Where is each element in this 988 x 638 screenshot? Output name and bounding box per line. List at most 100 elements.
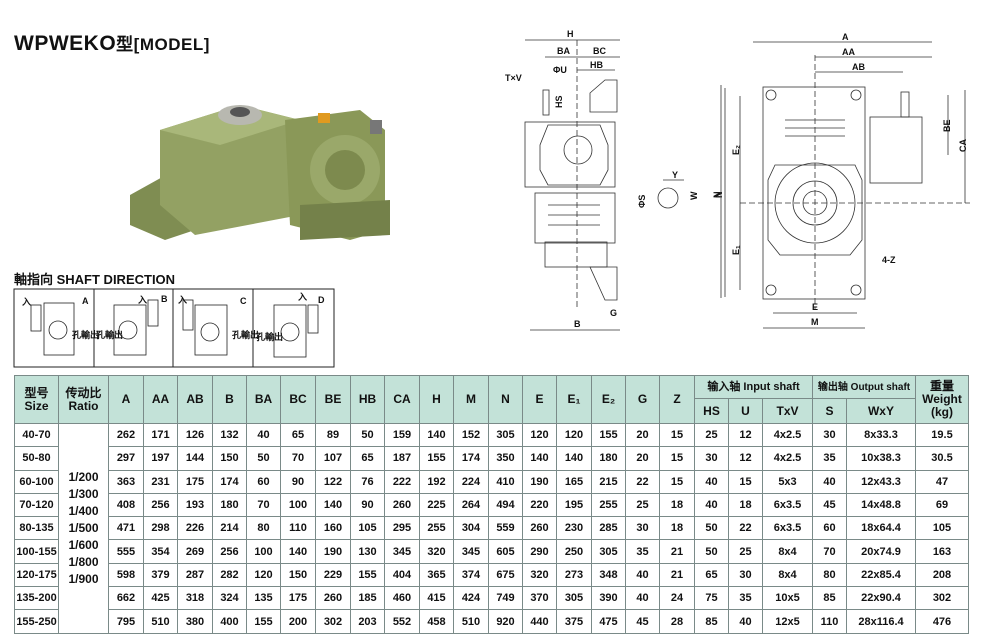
table-cell: 424 bbox=[453, 586, 489, 611]
table-cell: 195 bbox=[556, 492, 592, 518]
table-cell: 70 bbox=[280, 446, 316, 471]
table-cell: 28x116.4 bbox=[846, 609, 916, 634]
dim-n-side: N bbox=[712, 192, 722, 199]
cell-size: 50-80 bbox=[14, 446, 59, 471]
panel-b-label: B bbox=[161, 294, 168, 304]
table-cell: 35 bbox=[728, 586, 763, 611]
table-cell: 4x2.5 bbox=[762, 446, 813, 471]
table-cell: 324 bbox=[212, 586, 247, 611]
table-cell: 8x4 bbox=[762, 562, 813, 588]
table-cell: 374 bbox=[453, 562, 489, 588]
table-cell: 192 bbox=[419, 469, 454, 494]
shaft-direction-panels bbox=[13, 288, 335, 368]
table-cell: 290 bbox=[522, 539, 557, 564]
dim-aa: AA bbox=[842, 47, 855, 57]
table-cell: 190 bbox=[522, 469, 557, 494]
table-cell: 12x5 bbox=[762, 609, 813, 634]
table-cell: 302 bbox=[315, 609, 351, 634]
cell-size: 60-100 bbox=[14, 469, 59, 494]
table-cell: 150 bbox=[280, 562, 316, 588]
table-cell: 165 bbox=[556, 469, 592, 494]
table-cell: 295 bbox=[384, 516, 420, 541]
header-dim: BE bbox=[315, 375, 351, 424]
table-cell: 285 bbox=[591, 516, 626, 541]
table-cell: 30 bbox=[694, 446, 729, 471]
table-cell: 28 bbox=[659, 609, 695, 634]
table-cell: 18 bbox=[728, 492, 763, 518]
dim-e: E bbox=[812, 302, 818, 312]
table-cell: 132 bbox=[212, 422, 247, 448]
table-cell: 425 bbox=[143, 586, 178, 611]
table-cell: 45 bbox=[812, 492, 847, 518]
table-cell: 298 bbox=[143, 516, 178, 541]
table-cell: 40 bbox=[625, 586, 660, 611]
table-cell: 126 bbox=[177, 422, 213, 448]
table-cell: 18x64.4 bbox=[846, 516, 916, 541]
table-cell: 40 bbox=[812, 469, 847, 494]
table-cell: 297 bbox=[108, 446, 144, 471]
table-cell: 174 bbox=[212, 469, 247, 494]
table-cell: 458 bbox=[419, 609, 454, 634]
table-cell: 76 bbox=[350, 469, 385, 494]
dim-b: B bbox=[574, 319, 581, 329]
dim-ab: AB bbox=[852, 62, 865, 72]
panel-d-output: 孔輸出 bbox=[256, 331, 283, 342]
table-cell: 70 bbox=[812, 539, 847, 564]
table-cell: 354 bbox=[143, 539, 178, 564]
table-cell: 605 bbox=[488, 539, 523, 564]
panel-c-label: C bbox=[240, 296, 247, 306]
table-cell: 363 bbox=[108, 469, 144, 494]
dim-e2: E₂ bbox=[731, 145, 741, 155]
table-cell: 222 bbox=[384, 469, 420, 494]
header-dim: E₁ bbox=[556, 375, 592, 424]
table-cell: 269 bbox=[177, 539, 213, 564]
table-cell: 20 bbox=[625, 422, 660, 448]
header-weight-line: (kg) bbox=[931, 405, 953, 419]
table-cell: 6x3.5 bbox=[762, 492, 813, 518]
table-cell: 22 bbox=[728, 516, 763, 541]
header-input-sub: HS bbox=[694, 398, 729, 424]
panel-b-output: 孔輸出 bbox=[96, 329, 123, 340]
table-cell: 85 bbox=[694, 609, 729, 634]
table-cell: 471 bbox=[108, 516, 144, 541]
table-cell: 144 bbox=[177, 446, 213, 471]
table-cell: 305 bbox=[591, 539, 626, 564]
table-cell: 559 bbox=[488, 516, 523, 541]
dim-w: W bbox=[689, 191, 699, 200]
header-dim: B bbox=[212, 375, 247, 424]
table-cell: 287 bbox=[177, 562, 213, 588]
header-size-line: 型号 bbox=[24, 385, 49, 400]
table-cell: 260 bbox=[522, 516, 557, 541]
cell-size: 135-200 bbox=[14, 586, 59, 611]
table-cell: 14x48.8 bbox=[846, 492, 916, 518]
table-cell: 135 bbox=[246, 586, 281, 611]
table-cell: 415 bbox=[419, 586, 454, 611]
table-cell: 35 bbox=[812, 446, 847, 471]
table-cell: 350 bbox=[488, 446, 523, 471]
table-cell: 190 bbox=[315, 539, 351, 564]
table-cell: 122 bbox=[315, 469, 351, 494]
table-cell: 150 bbox=[212, 446, 247, 471]
table-cell: 264 bbox=[453, 492, 489, 518]
table-cell: 348 bbox=[591, 562, 626, 588]
dim-n-front: N bbox=[714, 192, 724, 199]
header-input-sub: TxV bbox=[762, 398, 813, 424]
dim-m: M bbox=[811, 317, 819, 327]
dim-hs: HS bbox=[554, 95, 564, 108]
table-cell: 30 bbox=[812, 422, 847, 448]
table-cell: 304 bbox=[453, 516, 489, 541]
gearbox-photo bbox=[130, 105, 390, 240]
table-cell: 12x43.3 bbox=[846, 469, 916, 494]
panel-b-input: 入 bbox=[137, 295, 147, 305]
table-cell: 174 bbox=[453, 446, 489, 471]
table-cell: 40 bbox=[694, 469, 729, 494]
header-input-sub: U bbox=[728, 398, 763, 424]
